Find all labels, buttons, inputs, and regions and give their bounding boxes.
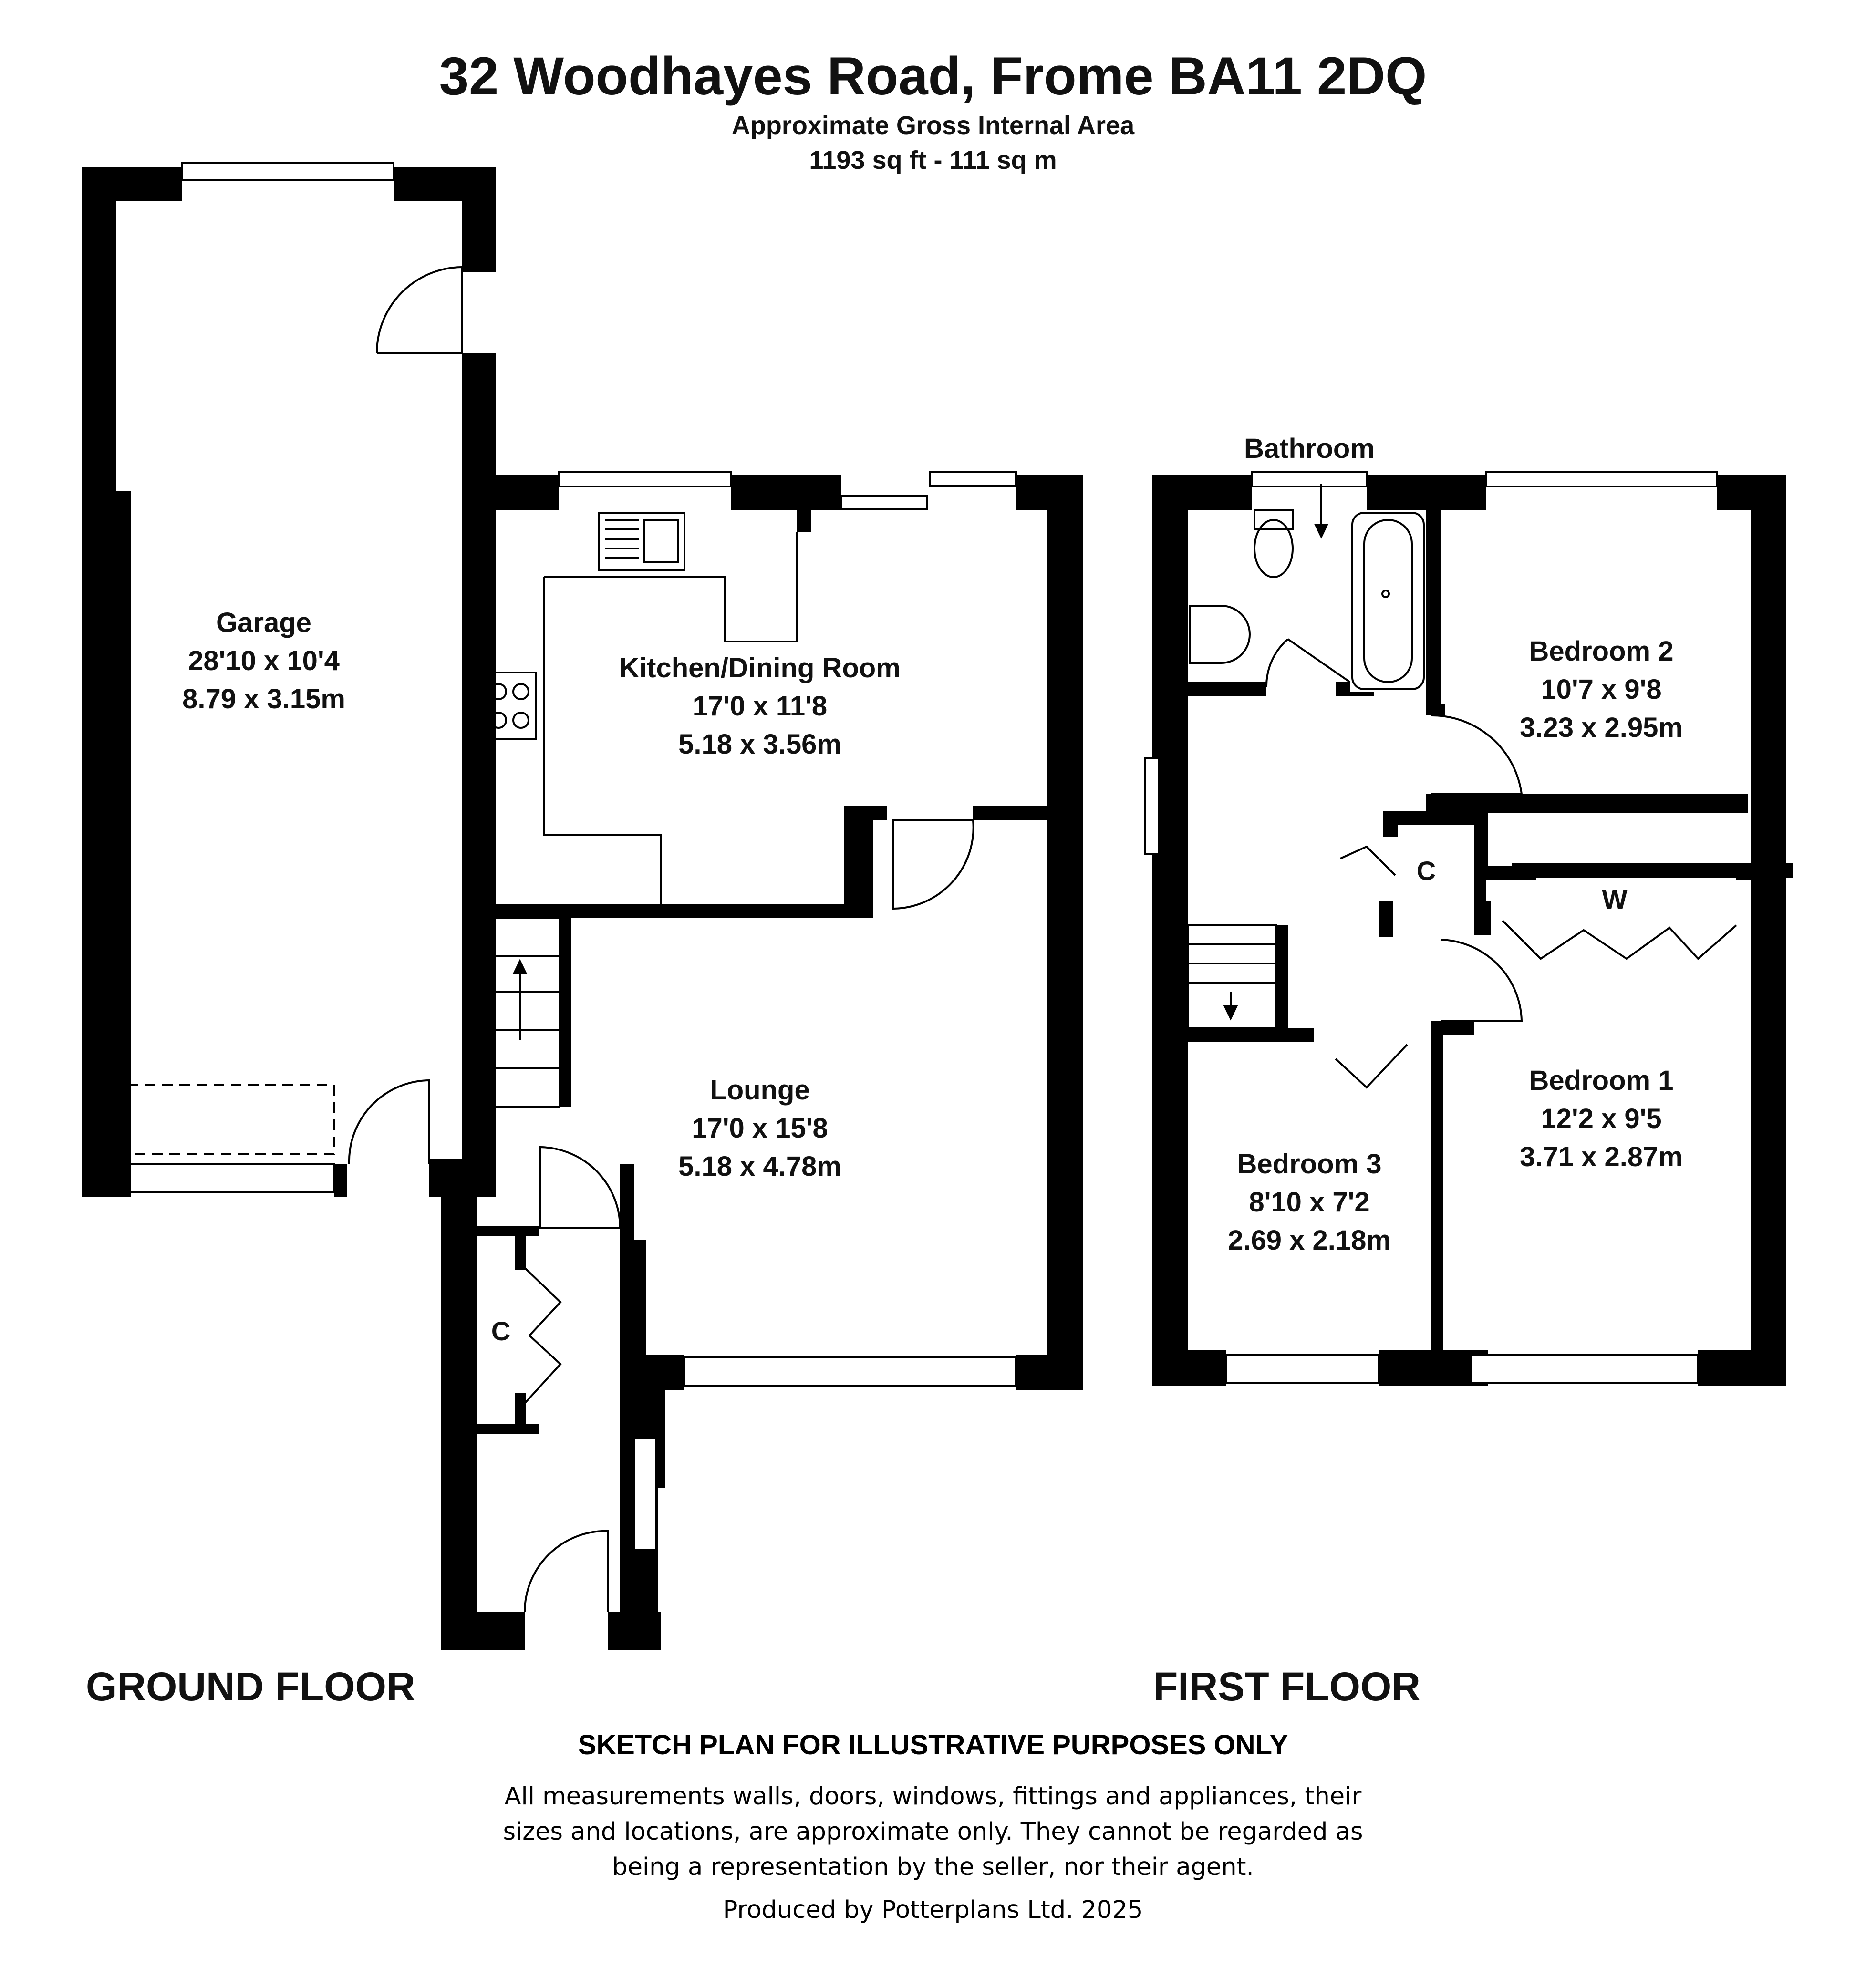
bathroom-name: Bathroom <box>1244 433 1375 464</box>
bedroom2-metric: 3.23 x 2.95m <box>1520 712 1683 743</box>
lounge-imperial: 17'0 x 15'8 <box>692 1113 828 1144</box>
first-floor-walls <box>1152 475 1793 1386</box>
hob-icon <box>490 683 529 729</box>
property-address-title: 32 Woodhayes Road, Frome BA11 2DQ <box>439 46 1427 106</box>
ground-cupboard-label: C <box>491 1316 510 1346</box>
kitchen-metric: 5.18 x 3.56m <box>678 729 841 760</box>
ground-cupboard-doors <box>525 1268 562 1403</box>
room-labels: Garage 28'10 x 10'4 8.79 x 3.15m Kitchen… <box>182 433 1683 1346</box>
bedroom2-name: Bedroom 2 <box>1529 636 1674 667</box>
first-floor-stairs <box>1187 924 1277 1029</box>
note-line: being a representation by the seller, no… <box>612 1853 1254 1881</box>
ground-floor-windows <box>127 162 1017 1551</box>
ground-floor-label: GROUND FLOOR <box>86 1664 415 1709</box>
garage-name: Garage <box>216 607 311 638</box>
sink-icon <box>598 512 685 571</box>
first-floor-plan <box>1144 471 1793 1386</box>
wardrobe-doors <box>1502 920 1737 960</box>
sketch-disclaimer: SKETCH PLAN FOR ILLUSTRATIVE PURPOSES ON… <box>578 1729 1288 1760</box>
garage-walls <box>82 167 496 1197</box>
bedroom1-imperial: 12'2 x 9'5 <box>1541 1103 1661 1134</box>
bedroom3-name: Bedroom 3 <box>1237 1149 1382 1180</box>
bedroom1-name: Bedroom 1 <box>1529 1065 1674 1096</box>
wardrobe-label: W <box>1602 884 1628 914</box>
ground-floor-stairs <box>476 917 560 1108</box>
bathroom-entry-arrow <box>1314 484 1329 539</box>
house-ground-walls <box>441 475 1083 1650</box>
first-floor-windows <box>1144 471 1718 1384</box>
bedroom2-imperial: 10'7 x 9'8 <box>1541 674 1661 705</box>
lounge-name: Lounge <box>710 1075 809 1106</box>
bedroom3-imperial: 8'10 x 7'2 <box>1249 1187 1369 1218</box>
first-cupboard-label: C <box>1417 856 1436 886</box>
ground-floor-plan <box>82 162 1083 1650</box>
producer-credit: Produced by Potterplans Ltd. 2025 <box>723 1896 1143 1924</box>
first-floor-doors <box>1265 638 1523 1089</box>
measurement-note: All measurements walls, doors, windows, … <box>456 1779 1410 1885</box>
kitchen-name: Kitchen/Dining Room <box>619 652 901 683</box>
kitchen-imperial: 17'0 x 11'8 <box>693 691 827 722</box>
note-line: sizes and locations, are approximate onl… <box>503 1818 1363 1846</box>
first-floor-label: FIRST FLOOR <box>1153 1664 1420 1709</box>
bathroom-fixtures <box>1189 509 1425 690</box>
lounge-metric: 5.18 x 4.78m <box>678 1151 841 1182</box>
garage-imperial: 28'10 x 10'4 <box>188 645 340 676</box>
garage-metric: 8.79 x 3.15m <box>182 683 345 714</box>
bedroom3-metric: 2.69 x 2.18m <box>1228 1225 1391 1256</box>
area-value: 1193 sq ft - 111 sq m <box>809 146 1057 175</box>
bedroom1-metric: 3.71 x 2.87m <box>1520 1141 1683 1172</box>
area-label: Approximate Gross Internal Area <box>731 111 1135 140</box>
ground-floor-doors <box>348 266 974 1613</box>
note-line: All measurements walls, doors, windows, … <box>504 1782 1362 1811</box>
kitchen-worktops <box>482 532 798 904</box>
